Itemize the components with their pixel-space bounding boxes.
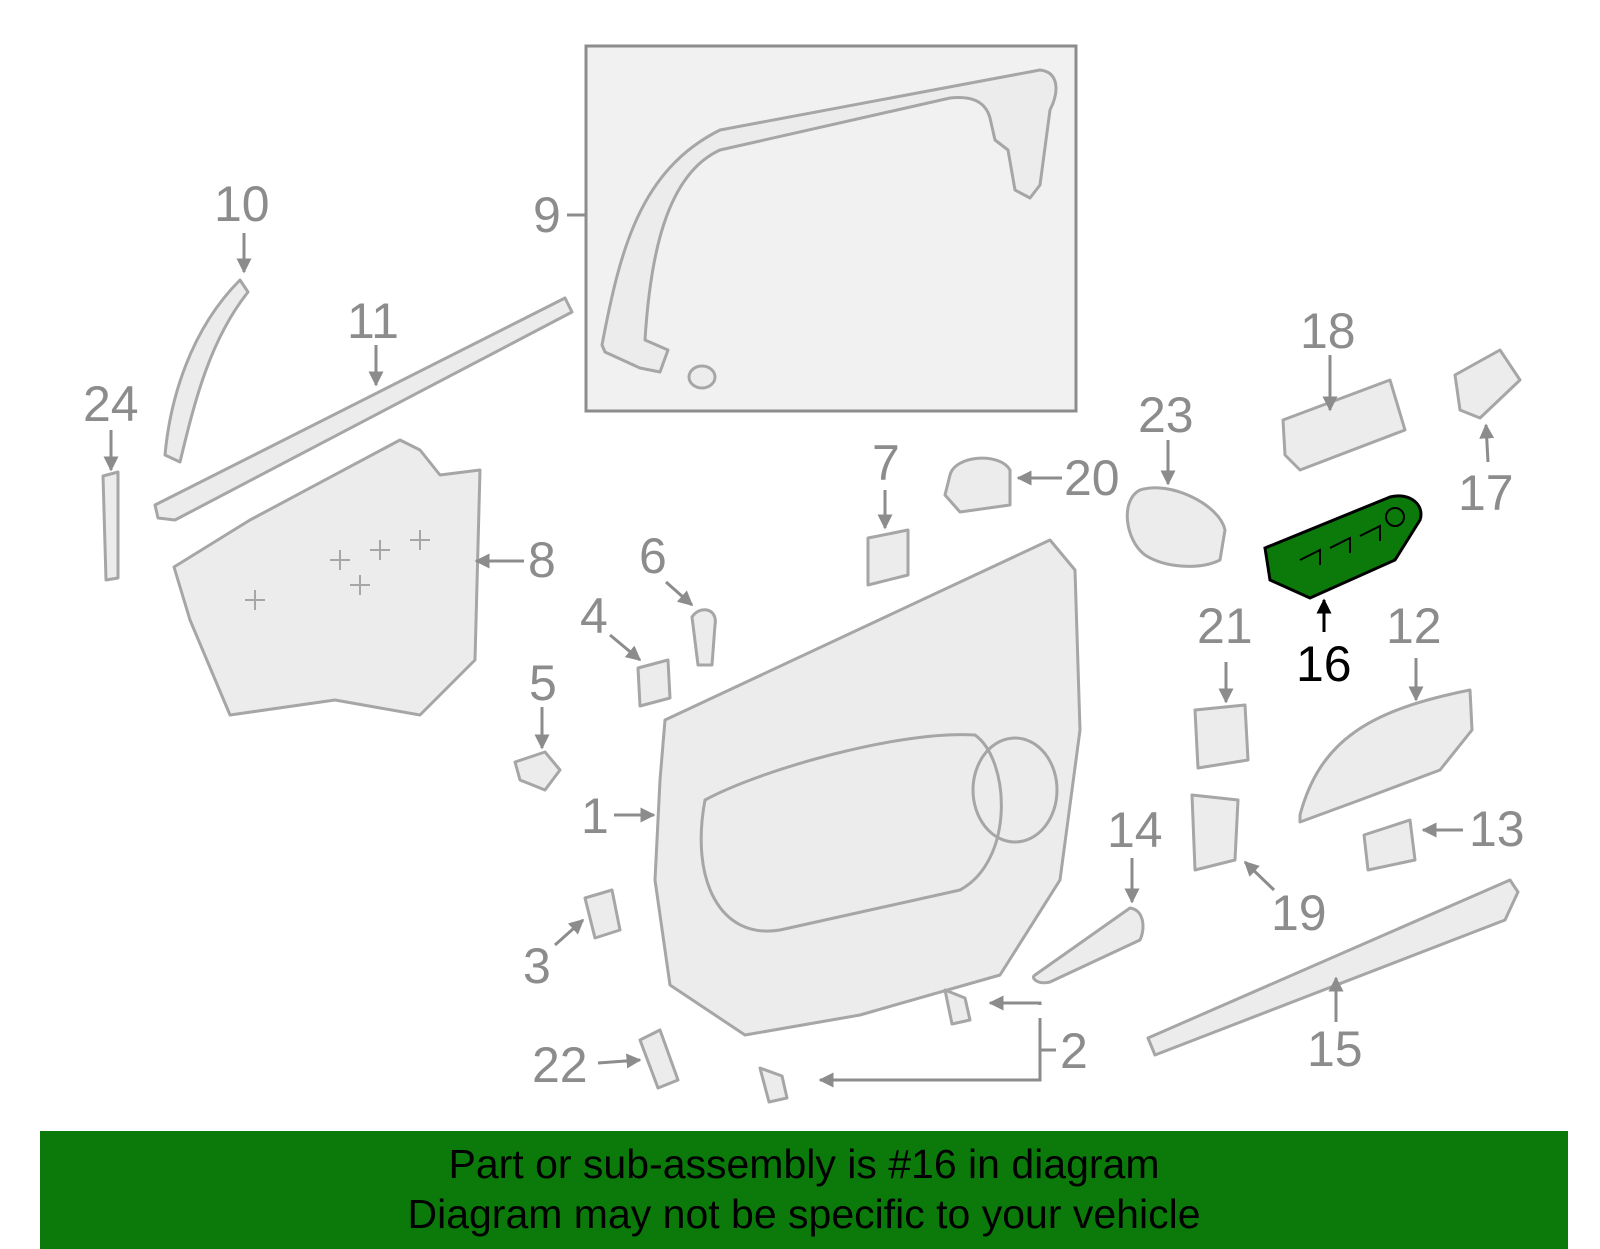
part-11-weatherstrip bbox=[153, 296, 574, 522]
callout-12: 12 bbox=[1386, 598, 1442, 654]
part-2-screws bbox=[758, 988, 972, 1104]
part-21-switch bbox=[1193, 703, 1250, 770]
callout-8: 8 bbox=[528, 532, 556, 588]
part-24-trim-strip bbox=[101, 470, 120, 582]
callout-21: 21 bbox=[1197, 598, 1253, 654]
part-7-pad bbox=[866, 528, 910, 587]
callout-13: 13 bbox=[1469, 801, 1525, 857]
callout-16: 16 bbox=[1296, 636, 1352, 692]
part-1-speaker-grille bbox=[971, 736, 1059, 844]
part-6-plug bbox=[690, 608, 717, 667]
part-13-cap bbox=[1362, 818, 1417, 872]
part-16-window-switch-panel bbox=[1263, 494, 1423, 600]
callout-6: 6 bbox=[639, 528, 667, 584]
part-17-switch bbox=[1453, 348, 1522, 420]
banner-line-2: Diagram may not be specific to your vehi… bbox=[407, 1191, 1201, 1237]
callout-10: 10 bbox=[214, 176, 270, 232]
callout-24: 24 bbox=[83, 376, 139, 432]
callout-3: 3 bbox=[523, 938, 551, 994]
callout-17: 17 bbox=[1458, 465, 1514, 521]
callout-23: 23 bbox=[1138, 387, 1194, 443]
part-12-handle-bezel bbox=[1298, 688, 1474, 824]
part-18-switch-assy bbox=[1281, 378, 1407, 472]
callout-labels: 10 24 11 9 8 7 6 4 5 1 3 22 2 20 23 18 1… bbox=[83, 176, 1525, 1093]
part-23-cover bbox=[1125, 486, 1227, 568]
part-3-clip bbox=[583, 888, 622, 940]
callout-19: 19 bbox=[1271, 885, 1327, 941]
part-16-switch-buttons bbox=[1299, 507, 1405, 565]
part-5-grommet bbox=[513, 750, 562, 792]
leader-lines bbox=[103, 213, 1495, 1088]
part-10-trim-strip bbox=[163, 278, 250, 464]
info-banner: Part or sub-assembly is #16 in diagram D… bbox=[40, 1131, 1568, 1249]
callout-4: 4 bbox=[580, 588, 608, 644]
banner-line-1: Part or sub-assembly is #16 in diagram bbox=[448, 1141, 1160, 1187]
part-15-sill-molding bbox=[1146, 878, 1520, 1057]
part-1-door-trim-panel bbox=[653, 538, 1082, 1037]
callout-1: 1 bbox=[581, 788, 609, 844]
callout-7: 7 bbox=[872, 435, 900, 491]
part-14-pull-cup bbox=[1032, 906, 1145, 985]
part-8-clips bbox=[245, 530, 430, 610]
callout-14: 14 bbox=[1107, 802, 1163, 858]
callout-9: 9 bbox=[533, 187, 561, 243]
callout-2: 2 bbox=[1060, 1023, 1088, 1079]
part-9-inset-box bbox=[584, 44, 1078, 413]
part-20-switch bbox=[943, 456, 1012, 514]
callout-20: 20 bbox=[1064, 450, 1120, 506]
callout-18: 18 bbox=[1300, 303, 1356, 359]
part-4-clip bbox=[636, 658, 672, 708]
part-19-switch bbox=[1190, 793, 1240, 872]
callout-15: 15 bbox=[1307, 1021, 1363, 1077]
callout-11: 11 bbox=[347, 293, 399, 349]
part-1-armrest-detail bbox=[699, 733, 1003, 933]
callout-22: 22 bbox=[532, 1037, 588, 1093]
part-22-clip bbox=[638, 1028, 680, 1090]
callout-5: 5 bbox=[529, 655, 557, 711]
